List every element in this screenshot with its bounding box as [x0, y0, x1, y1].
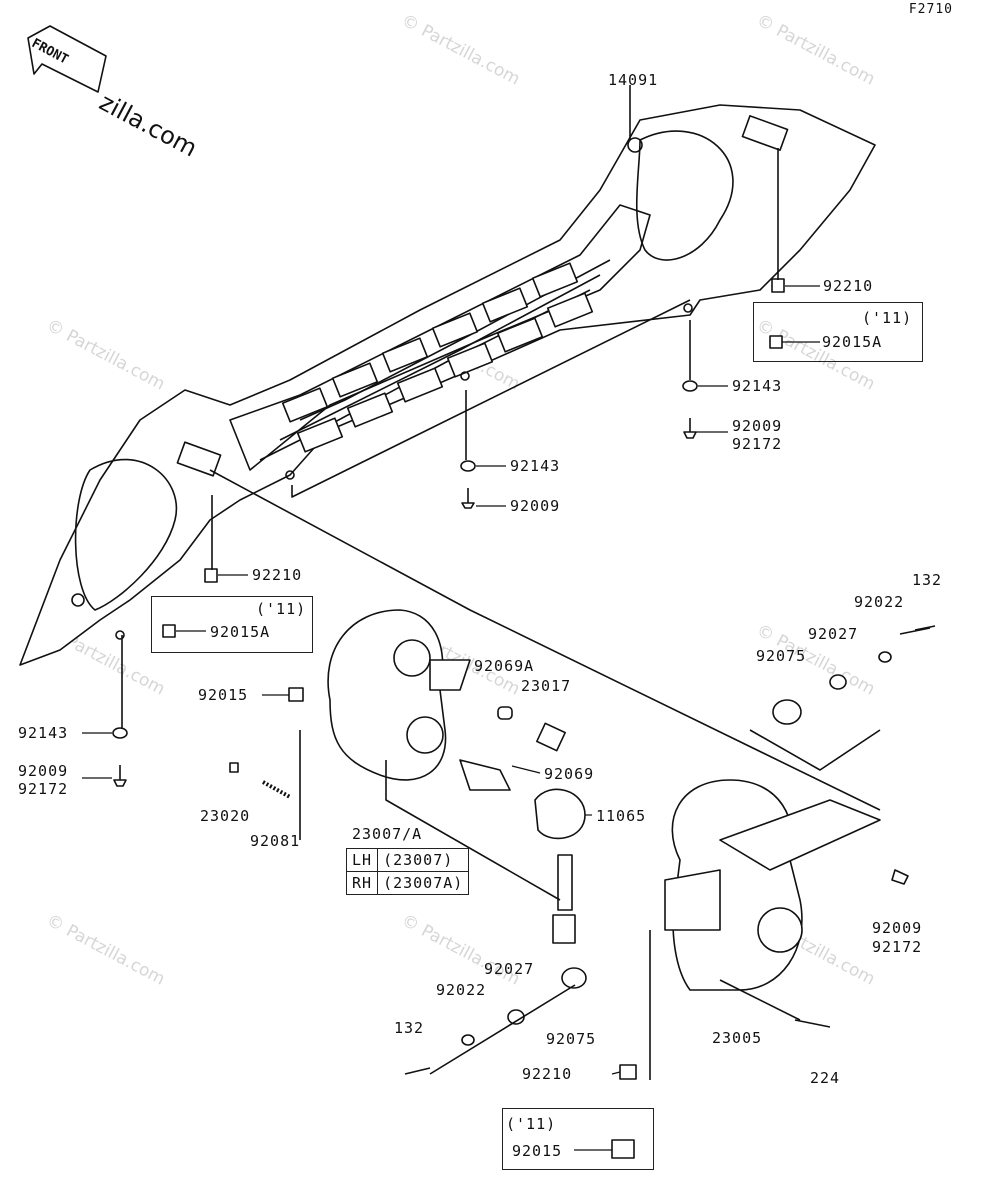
year-label: ('11)	[256, 600, 307, 618]
table-cell: (23007)	[377, 848, 470, 872]
part-label[interactable]: 92022	[854, 593, 905, 611]
part-label[interactable]: 92015	[512, 1142, 563, 1160]
part-label[interactable]: 92143	[510, 457, 561, 475]
part-label[interactable]: 23007/A	[352, 825, 423, 843]
year-box-bottom	[502, 1108, 654, 1170]
part-label[interactable]: 132	[912, 571, 943, 589]
part-label[interactable]: 92015	[198, 686, 249, 704]
part-label[interactable]: 92009	[18, 762, 69, 780]
part-label[interactable]: 92015A	[822, 333, 883, 351]
part-label[interactable]: 92015A	[210, 623, 271, 641]
part-label[interactable]: 23005	[712, 1029, 763, 1047]
part-label[interactable]: 92022	[436, 981, 487, 999]
table-cell: RH	[345, 871, 379, 895]
table-row: LH (23007)	[345, 848, 470, 872]
part-label[interactable]: 92069	[544, 765, 595, 783]
part-label[interactable]: 92210	[522, 1065, 573, 1083]
part-label[interactable]: 92069A	[474, 657, 535, 675]
part-label[interactable]: 92172	[18, 780, 69, 798]
table-row: RH (23007A)	[345, 871, 470, 895]
part-label[interactable]: 92027	[808, 625, 859, 643]
part-label[interactable]: 92143	[732, 377, 783, 395]
part-label[interactable]: 92075	[756, 647, 807, 665]
side-part-table: LH (23007) RH (23007A)	[345, 848, 470, 895]
part-label[interactable]: 92172	[872, 938, 923, 956]
year-box-top	[753, 302, 923, 362]
year-label: ('11)	[506, 1115, 557, 1133]
part-label[interactable]: 23017	[521, 677, 572, 695]
year-box-left	[151, 596, 313, 653]
year-label: ('11)	[862, 309, 913, 327]
part-label[interactable]: 92009	[732, 417, 783, 435]
table-cell: (23007A)	[377, 871, 470, 895]
part-label[interactable]: 92210	[252, 566, 303, 584]
part-label[interactable]: 92172	[732, 435, 783, 453]
upper-cowl-shape	[19, 104, 876, 666]
part-label[interactable]: 92075	[546, 1030, 597, 1048]
part-label[interactable]: 23020	[200, 807, 251, 825]
figure-code: F2710	[908, 2, 953, 17]
rear-housing-shape	[664, 779, 881, 991]
table-cell: LH	[345, 848, 379, 872]
front-arrow-icon	[27, 25, 107, 93]
part-label[interactable]: 11065	[596, 807, 647, 825]
part-label[interactable]: 14091	[608, 71, 659, 89]
part-label[interactable]: 92009	[872, 919, 923, 937]
part-label[interactable]: 92081	[250, 832, 301, 850]
part-label[interactable]: 92143	[18, 724, 69, 742]
part-label[interactable]: 92210	[823, 277, 874, 295]
part-label[interactable]: 92027	[484, 960, 535, 978]
part-label[interactable]: 132	[394, 1019, 425, 1037]
part-label[interactable]: 92009	[510, 497, 561, 515]
clip-shape	[771, 278, 785, 293]
headlight-housing-shape	[327, 609, 471, 781]
part-label[interactable]: 224	[810, 1069, 841, 1087]
